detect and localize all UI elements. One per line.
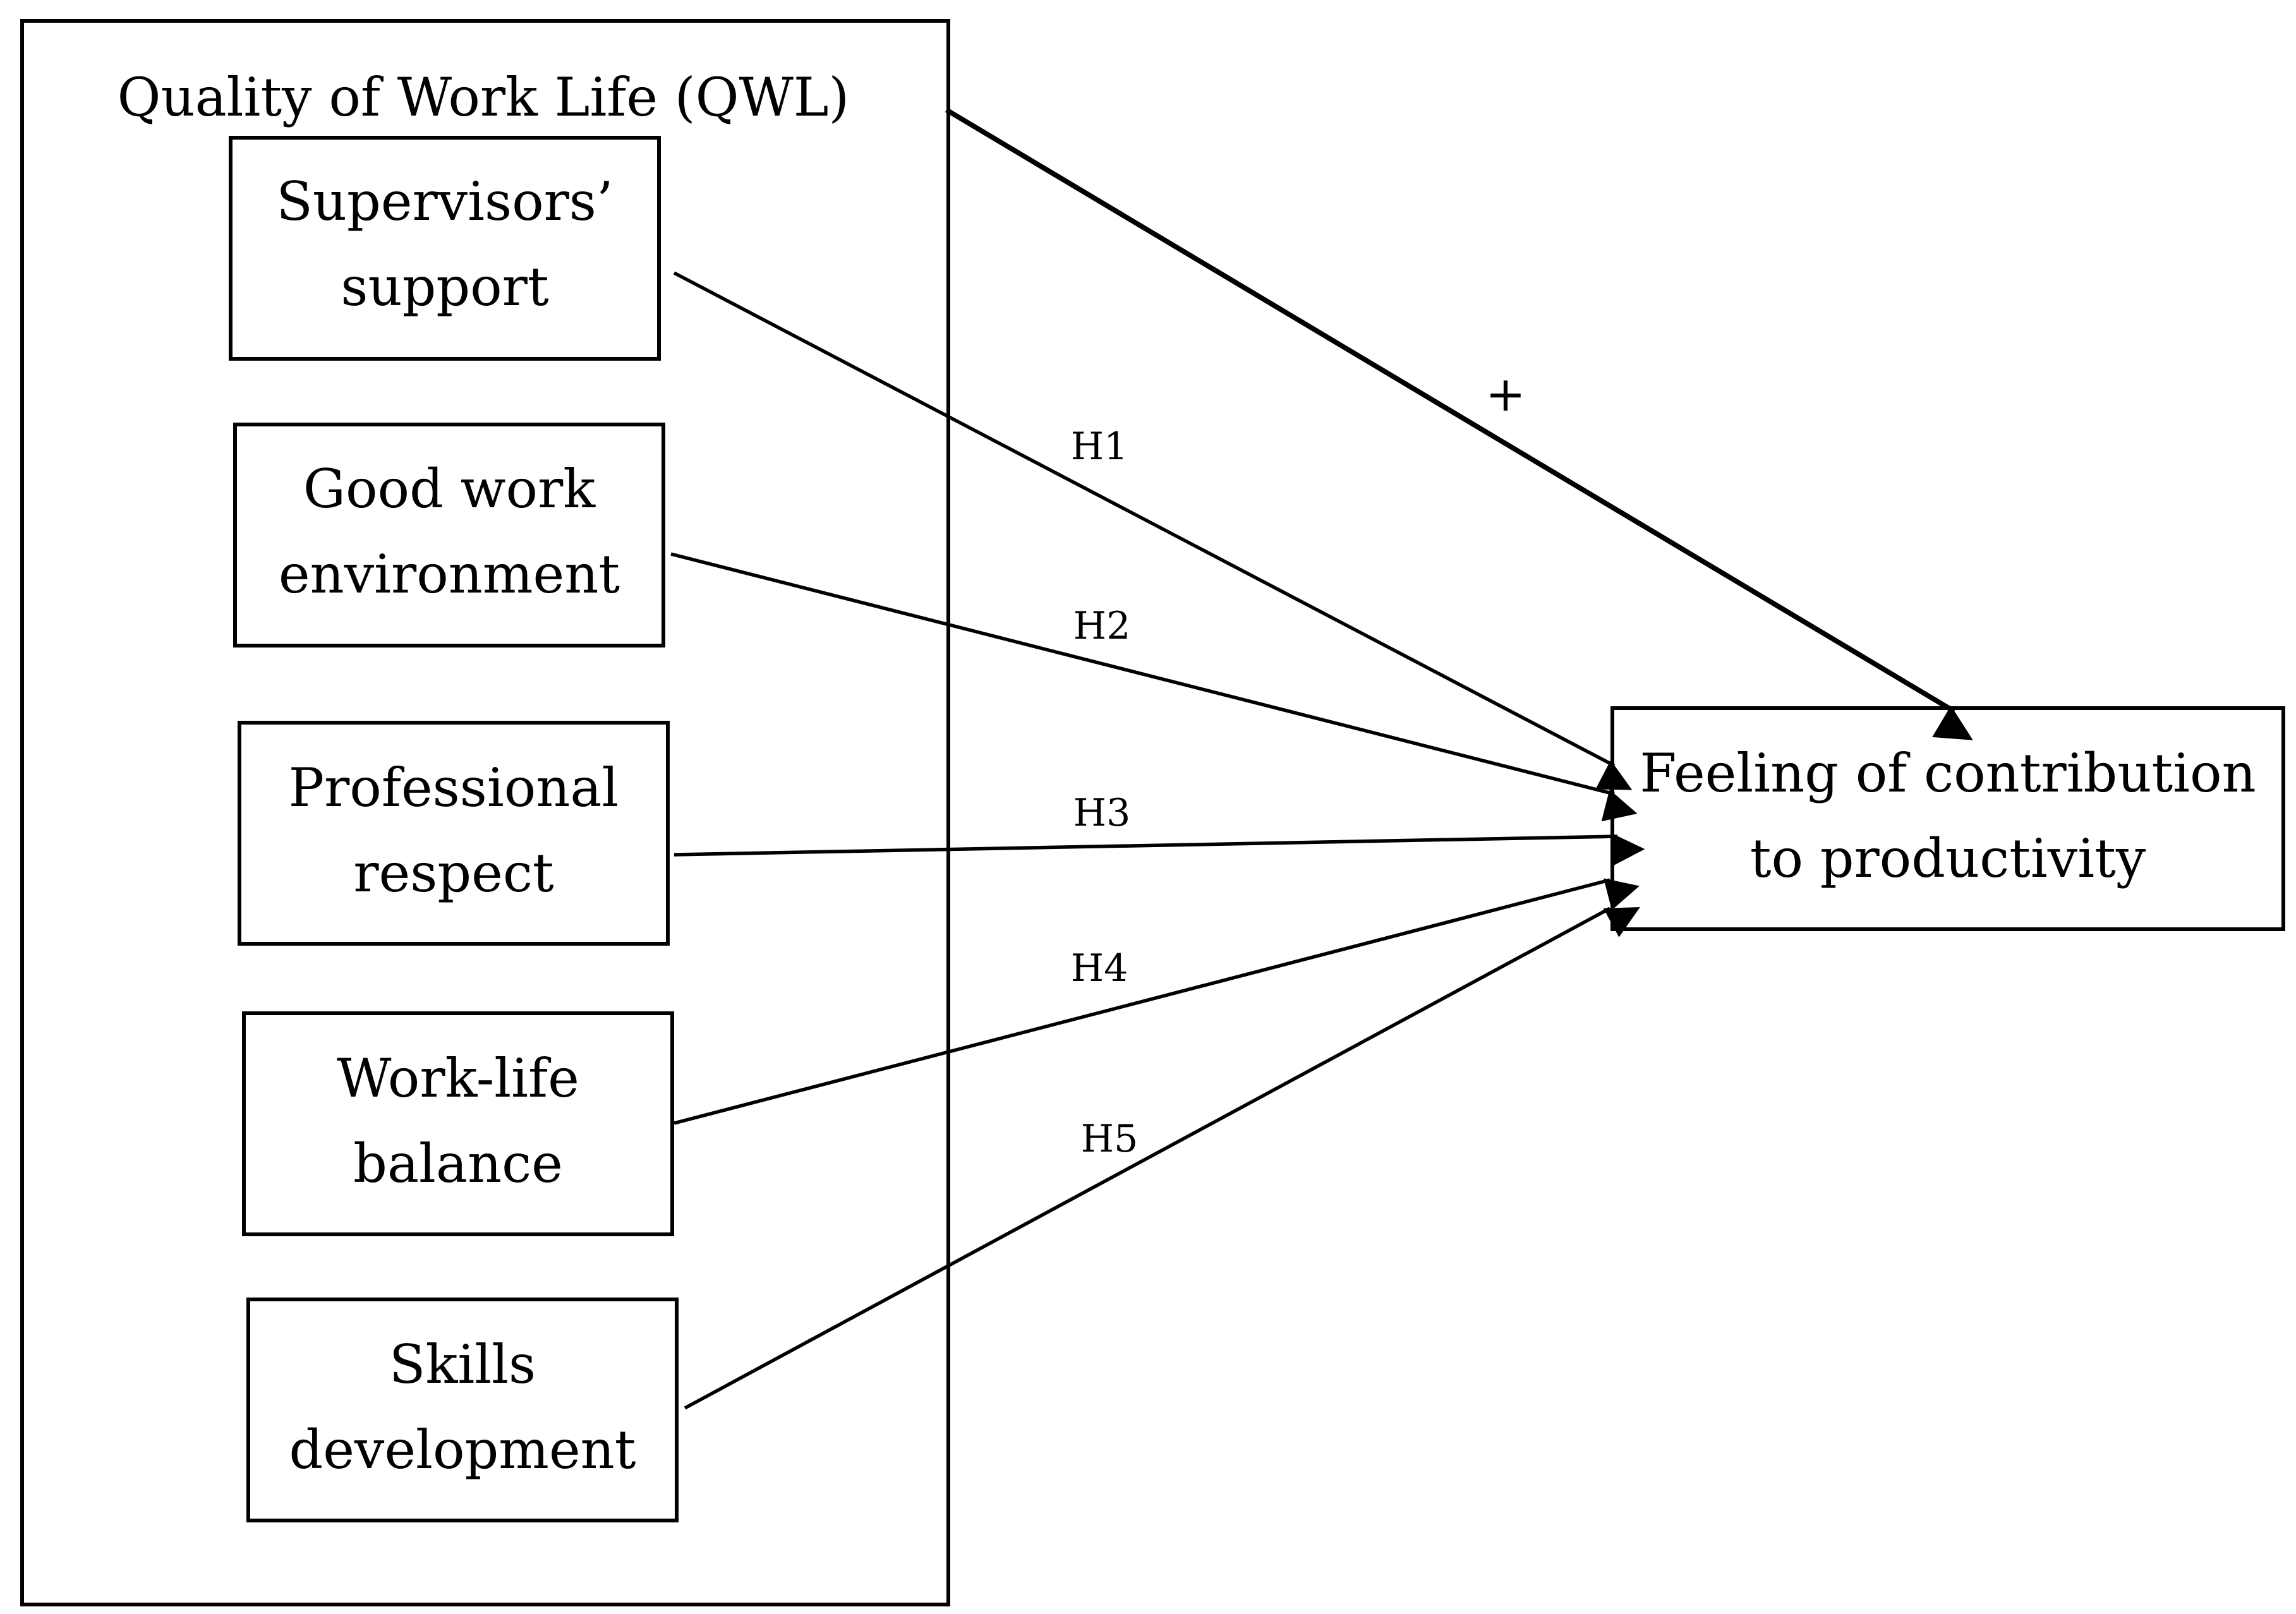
outcome-feeling-of-contribution: Feeling of contribution to productivity <box>1610 706 2285 931</box>
factor-box <box>246 1298 679 1522</box>
factor-box <box>242 1011 674 1236</box>
hypothesis-label-h5: H5 <box>1081 1117 1139 1161</box>
outcome-label-line1: Feeling of contribution <box>1640 742 2256 804</box>
hypothesis-label-h1: H1 <box>1071 425 1128 469</box>
factor-label-line2: balance <box>353 1133 563 1195</box>
hypothesis-label-h2: H2 <box>1073 604 1131 648</box>
arrow-h1 <box>673 271 1633 790</box>
factor-label-line2: environment <box>279 543 620 605</box>
arrow-qwl-overall <box>945 107 1973 740</box>
hypothesis-label-h3: H3 <box>1073 791 1131 835</box>
arrow-h5 <box>684 906 1640 1410</box>
factor-label-line1: Supervisors’ <box>276 171 613 232</box>
factor-label-line2: development <box>289 1419 636 1481</box>
factor-label-line1: Skills <box>389 1334 536 1395</box>
arrow-h2 <box>670 552 1638 822</box>
factor-label-line1: Good work <box>303 458 596 520</box>
hypothesis-label-h4: H4 <box>1071 946 1128 991</box>
outcome-label-line2: to productivity <box>1750 828 2146 889</box>
overall-effect-sign: + <box>1485 366 1526 422</box>
factor-good-work-environment: Good work environment <box>233 423 665 647</box>
factor-label-line2: support <box>341 256 548 318</box>
factor-professional-respect: Professional respect <box>238 721 670 946</box>
factor-skills-development: Skills development <box>246 1298 679 1522</box>
factor-box <box>229 136 661 361</box>
factor-supervisors-support: Supervisors’ support <box>229 136 661 361</box>
outcome-box <box>1610 706 2285 931</box>
factor-label-line2: respect <box>353 842 554 904</box>
qwl-group-box <box>20 19 950 1606</box>
factor-work-life-balance: Work-life balance <box>242 1011 674 1236</box>
factor-label-line1: Work-life <box>337 1047 579 1109</box>
factor-label-line1: Professional <box>289 757 619 819</box>
arrow-h3 <box>674 833 1645 867</box>
factor-box <box>238 721 670 946</box>
arrow-h4 <box>674 878 1640 1125</box>
qwl-group-title: Quality of Work Life (QWL) <box>118 66 850 128</box>
factor-box <box>233 423 665 647</box>
